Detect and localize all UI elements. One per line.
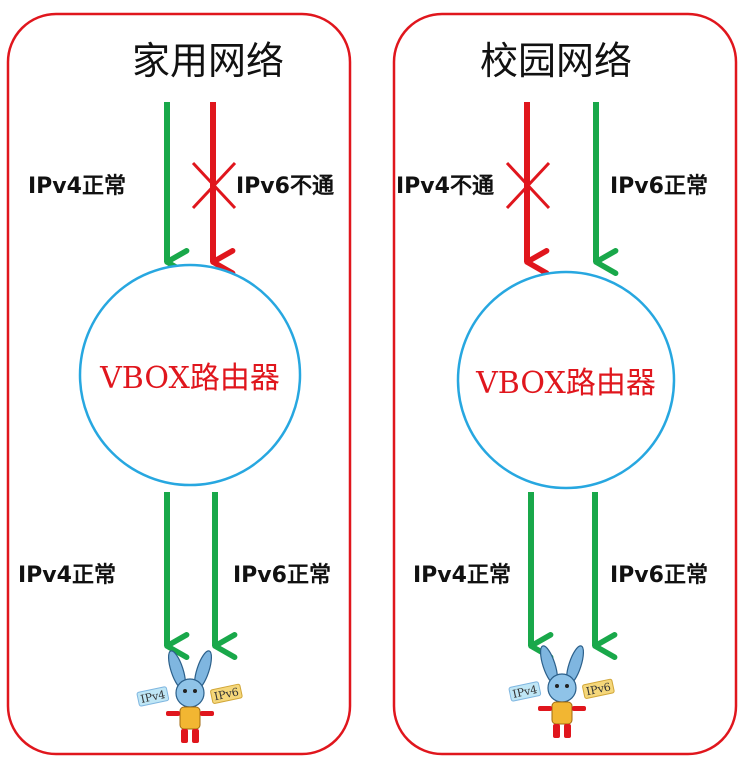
mascot-tag-ipv4: IPv4 [139, 688, 166, 706]
router-label: VBOX路由器 [99, 361, 280, 396]
outgoing-ipv6-label: IPv6正常 [233, 562, 331, 588]
mascot-tag-ipv4: IPv4 [511, 683, 538, 701]
panel-home-network: 家用网络 IPv4正常 IPv6不通 VBOX路由器 IPv4正常 IPv6正常 [6, 12, 352, 756]
mascot-tag-ipv6: IPv6 [585, 680, 612, 698]
blocked-x-icon [191, 161, 237, 210]
incoming-ipv6-label: IPv6正常 [610, 173, 708, 199]
incoming-ipv6-label: IPv6不通 [236, 174, 334, 199]
mascot-tag-ipv6: IPv6 [213, 685, 240, 703]
outgoing-ipv6-label: IPv6正常 [610, 562, 708, 588]
outgoing-ipv4-label: IPv4正常 [18, 562, 116, 588]
blocked-x-icon [505, 161, 551, 210]
panel-title: 家用网络 [132, 39, 284, 83]
router-label: VBOX路由器 [475, 366, 656, 401]
router-circle [78, 263, 302, 487]
rabbit-mascot-icon: IPv4 IPv6 [508, 645, 615, 738]
incoming-ipv4-label: IPv4正常 [28, 173, 126, 199]
outgoing-ipv4-label: IPv4正常 [413, 562, 511, 588]
panel-campus-network: 校园网络 IPv4不通 IPv6正常 VBOX路由器 IPv4正常 IPv6正常 [392, 12, 738, 756]
panel-border [6, 12, 352, 756]
incoming-ipv4-label: IPv4不通 [396, 174, 494, 199]
rabbit-mascot-icon: IPv4 IPv6 [136, 650, 243, 743]
panel-border [392, 12, 738, 756]
router-circle [456, 270, 676, 490]
panel-title: 校园网络 [480, 39, 632, 83]
